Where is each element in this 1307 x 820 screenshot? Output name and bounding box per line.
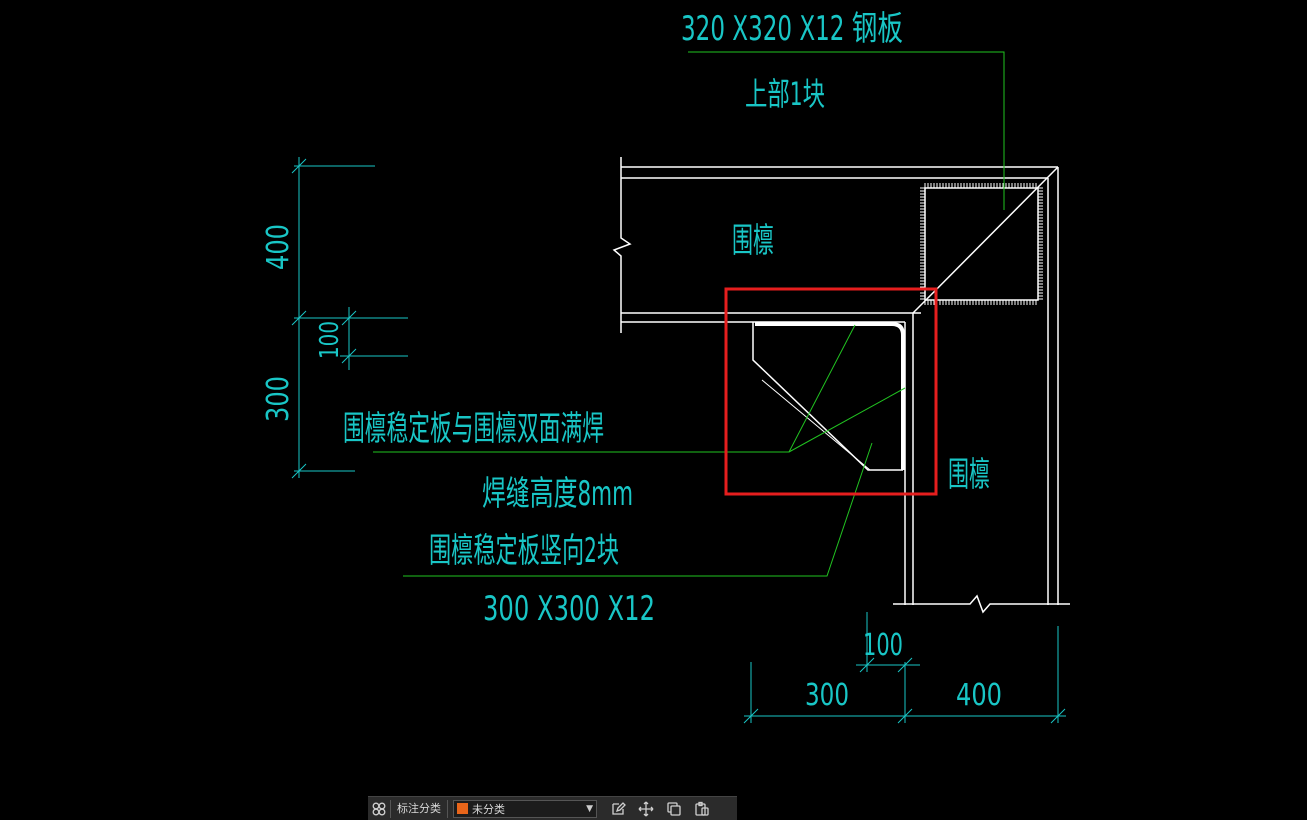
weld-height-label: 焊缝高度8mm — [482, 474, 633, 514]
move-icon[interactable] — [635, 798, 657, 820]
weld-hatching — [920, 183, 1043, 305]
category-select[interactable]: 未分类 ▼ — [453, 799, 597, 818]
annotation-toolbar: 标注分类 未分类 ▼ — [368, 796, 737, 820]
dim-bottom-100: 100 — [863, 628, 903, 663]
category-color-swatch — [457, 803, 468, 814]
purlin-right-label: 围檩 — [948, 455, 990, 495]
structure-lines — [612, 157, 1070, 614]
dimension-lines — [291, 157, 1066, 724]
weld-note-label: 围檩稳定板与围檩双面满焊 — [343, 409, 604, 449]
stabilizer-size-label: 300 X300 X12 — [483, 589, 655, 629]
highlight-box — [724, 287, 938, 496]
dim-left-400: 400 — [261, 224, 296, 270]
grid-cluster-icon[interactable] — [368, 798, 390, 820]
purlin-top-label: 围檩 — [732, 221, 774, 261]
annotation-text: 320 X320 X12 钢板 上部1块 围檩 围檩 围檩稳定板与围檩双面满焊 … — [261, 9, 1002, 713]
edit-icon[interactable] — [607, 798, 629, 820]
category-label: 标注分类 — [390, 799, 448, 818]
copy-icon[interactable] — [663, 798, 685, 820]
paste-icon[interactable] — [691, 798, 713, 820]
weld-seam — [755, 322, 905, 470]
dim-bottom-300: 300 — [805, 678, 849, 713]
category-value: 未分类 — [472, 802, 505, 816]
dim-bottom-400: 400 — [956, 678, 1002, 713]
leader-lines — [373, 51, 1005, 577]
chevron-down-icon: ▼ — [586, 803, 593, 814]
plate-top-count-label: 上部1块 — [745, 75, 825, 113]
plate-top-label: 320 X320 X12 钢板 — [681, 9, 903, 49]
dim-left-100: 100 — [315, 321, 345, 359]
stabilizer-count-label: 围檩稳定板竖向2块 — [429, 531, 619, 571]
toolbar-actions — [607, 798, 713, 820]
dim-left-300: 300 — [261, 376, 296, 422]
